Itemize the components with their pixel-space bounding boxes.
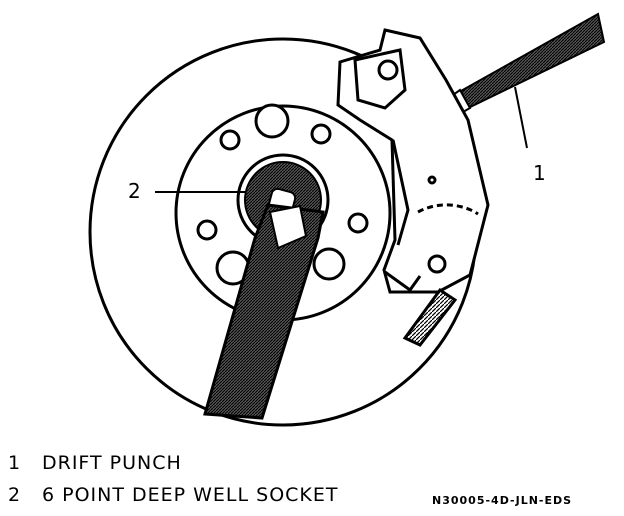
callout-2-label: 2 <box>128 179 141 203</box>
drift-punch <box>444 12 606 118</box>
legend-item-label: 6 POINT DEEP WELL SOCKET <box>42 484 339 506</box>
legend-item-1: 1 DRIFT PUNCH <box>8 452 182 474</box>
breaker-bar <box>203 203 325 420</box>
callout-1-label: 1 <box>533 161 546 185</box>
callout-1-leader <box>514 86 528 149</box>
legend-item-label: DRIFT PUNCH <box>42 452 182 474</box>
caliper-bracket <box>336 28 490 347</box>
legend-item-2: 2 6 POINT DEEP WELL SOCKET <box>8 484 339 506</box>
legend-item-number: 1 <box>8 452 22 474</box>
legend-item-number: 2 <box>8 484 22 506</box>
figure-code: N30005-4D-JLN-EDS <box>432 494 573 507</box>
brake-rotor-illustration <box>88 12 606 427</box>
